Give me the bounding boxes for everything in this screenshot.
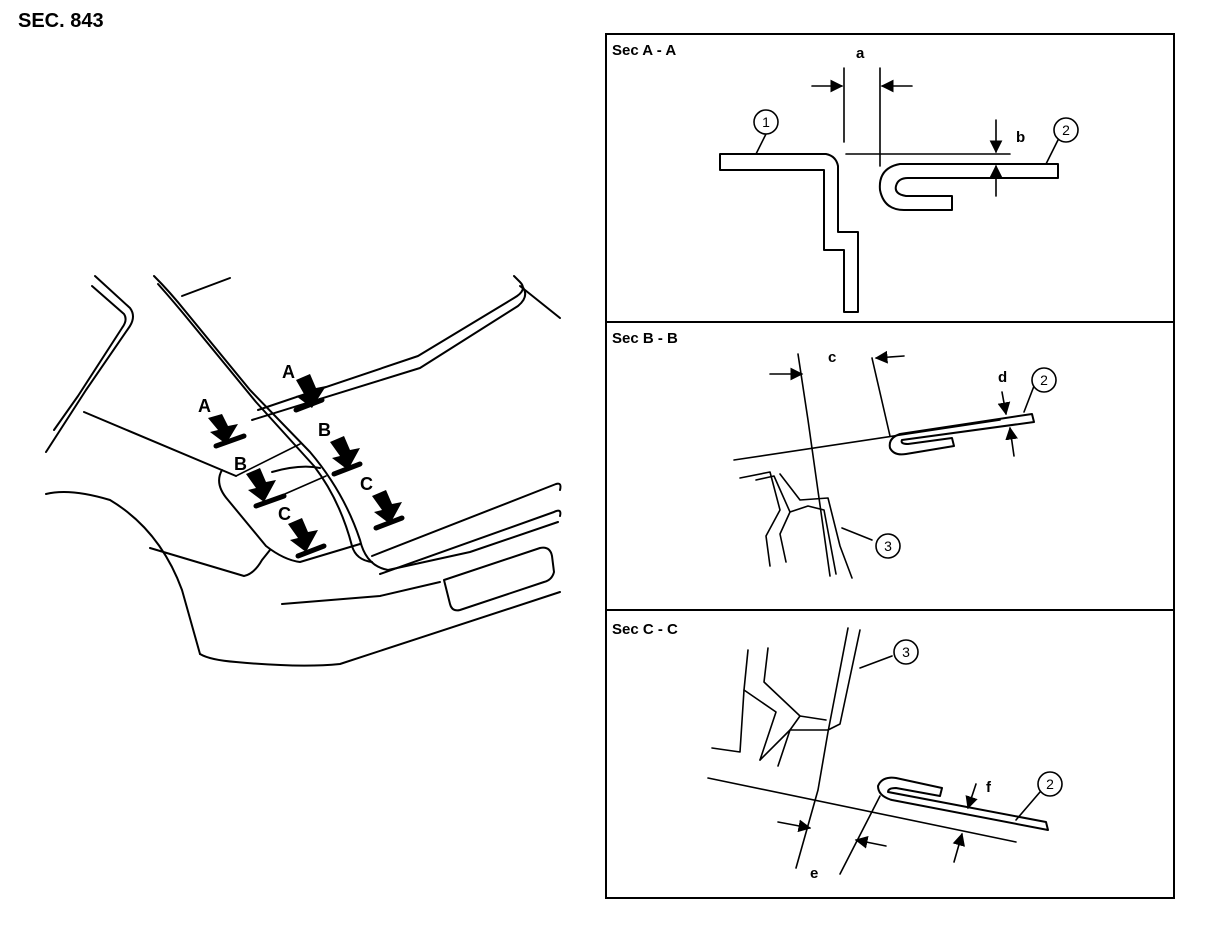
part-3-structure-c xyxy=(743,649,777,761)
part-1-bracket xyxy=(719,153,859,313)
dim-f-arrow-top xyxy=(965,783,978,810)
marker-a-right: A xyxy=(282,362,295,382)
panel-sec-c: Sec C - C e f 3 2 xyxy=(605,609,1175,899)
dim-f-arrow-bottom xyxy=(952,832,965,863)
part-3-structure-b xyxy=(763,647,827,721)
section-arrow-b-left xyxy=(246,468,276,502)
marker-b-left: B xyxy=(234,454,247,474)
trunk-gap xyxy=(235,443,301,477)
callout-2-circle xyxy=(1053,117,1079,143)
callout-3-circle xyxy=(875,533,901,559)
marker-a-left: A xyxy=(198,396,211,416)
callout-2-leader xyxy=(1045,139,1059,165)
rear-quarter-line xyxy=(149,547,271,577)
callout-1-label: 1 xyxy=(762,114,770,130)
tail-lamp-inner xyxy=(271,465,321,473)
section-code: SEC. 843 xyxy=(18,10,104,32)
c-pillar-inner xyxy=(53,285,127,431)
dim-c-right-ext xyxy=(871,357,891,437)
part-2-moulding xyxy=(877,776,1049,831)
c-pillar-outer xyxy=(45,275,134,453)
callout-3-leader xyxy=(859,655,893,669)
part-3-structure-e xyxy=(777,715,801,767)
callout-2-circle xyxy=(1037,771,1063,797)
trunk-lid-outer xyxy=(153,275,559,571)
part-2-moulding xyxy=(878,163,1059,211)
tail-lamp xyxy=(218,469,361,563)
cut-bar-b-left xyxy=(253,493,287,509)
trunk-crease xyxy=(371,482,562,557)
spoiler-right xyxy=(519,285,561,319)
trunk-crease-2 xyxy=(379,509,562,575)
dim-d-label: d xyxy=(998,369,1007,386)
part-3-structure-b xyxy=(755,475,791,563)
callout-1-leader xyxy=(755,133,767,155)
section-arrow-a-right xyxy=(296,374,326,408)
dim-d-arrow-bottom xyxy=(1005,426,1018,457)
dim-e-arrow-right xyxy=(854,835,887,849)
marker-c-left: C xyxy=(278,504,291,524)
spoiler-lower xyxy=(251,285,527,421)
dim-c-left-ext xyxy=(797,353,831,577)
dim-b-label: b xyxy=(1016,129,1025,146)
part-2-moulding xyxy=(888,413,1035,456)
body-surface-line xyxy=(707,777,1017,843)
dim-f-label: f xyxy=(986,779,992,796)
callout-3-leader xyxy=(841,527,873,541)
part-3-structure-f xyxy=(759,729,829,761)
callout-2-label: 2 xyxy=(1040,372,1048,388)
panel-sec-b: Sec B - B c d 3 2 xyxy=(605,321,1175,611)
callout-3-label: 3 xyxy=(884,538,892,554)
marker-b-right: B xyxy=(318,420,331,440)
dim-e-arrow-left xyxy=(777,819,812,833)
callout-3-circle xyxy=(893,639,919,665)
dim-e-right-ext xyxy=(839,795,881,875)
callout-2-label: 2 xyxy=(1062,122,1070,138)
panel-c-title: Sec C - C xyxy=(612,621,678,638)
callout-2-label: 2 xyxy=(1046,776,1054,792)
cut-bar-c-left xyxy=(295,543,327,559)
rear-wheel-arch xyxy=(45,491,201,655)
license-plate xyxy=(443,546,555,612)
dim-c-label: c xyxy=(828,349,836,366)
part-3-structure-d xyxy=(711,689,745,753)
panel-sec-a: Sec A - A a b 1 2 xyxy=(605,33,1175,323)
dim-e-label: e xyxy=(810,865,818,882)
callout-2-leader xyxy=(1015,791,1041,821)
body-surface-line xyxy=(733,419,1001,461)
panel-b-title: Sec B - B xyxy=(612,330,678,347)
part-3-structure xyxy=(739,471,781,567)
car-rear-overview: A A B B C C xyxy=(45,275,562,667)
dim-d-arrow-top xyxy=(997,391,1011,416)
panel-a-title: Sec A - A xyxy=(612,42,676,59)
callout-1-circle xyxy=(753,109,779,135)
section-arrow-c-right xyxy=(372,490,402,524)
spoiler-upper xyxy=(257,275,524,411)
dim-a-label: a xyxy=(856,45,865,62)
section-arrow-b-right xyxy=(330,436,360,470)
section-arrow-c-left xyxy=(288,518,318,552)
callout-2-circle xyxy=(1031,367,1057,393)
dim-e-left-ext xyxy=(795,627,849,869)
trunk-lid-inner xyxy=(157,283,373,563)
callout-2-leader xyxy=(1023,385,1035,413)
section-arrow-a-left xyxy=(208,414,238,444)
beltline xyxy=(83,411,237,477)
part-3-structure-d xyxy=(789,505,837,575)
dim-c-arrow-right xyxy=(874,350,905,364)
part-3-structure-c xyxy=(779,473,853,579)
part-3-structure xyxy=(827,629,861,731)
marker-c-right: C xyxy=(360,474,373,494)
bumper-lower xyxy=(199,591,561,667)
callout-3-label: 3 xyxy=(902,644,910,660)
cut-bar-a-left xyxy=(213,433,247,449)
bumper-top xyxy=(281,581,441,605)
rear-window-top xyxy=(181,277,231,297)
